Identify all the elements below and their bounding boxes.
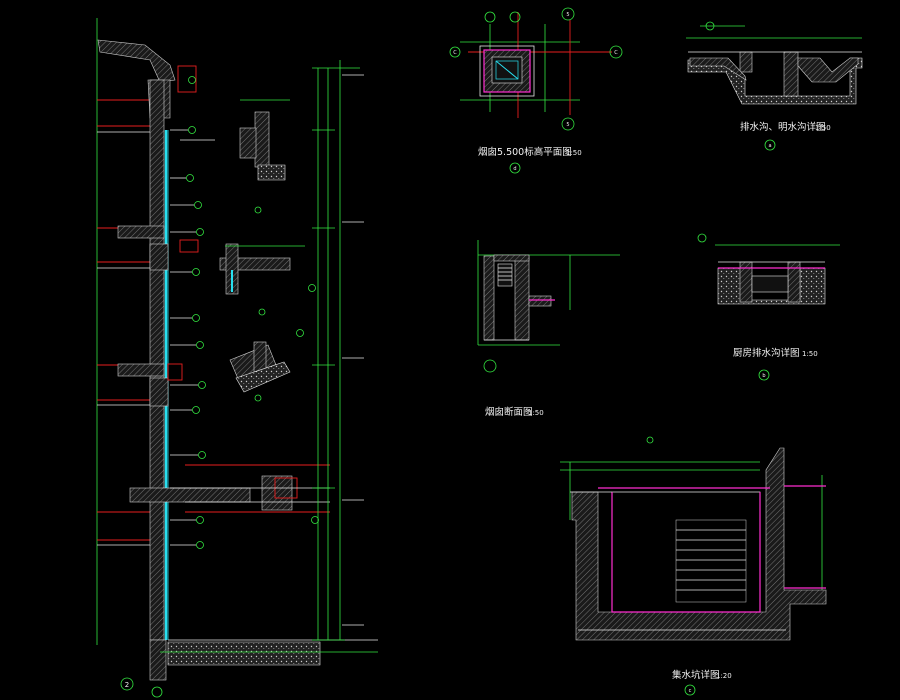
wall-detail-1 (239, 99, 290, 214)
wall-detail-3 (229, 341, 291, 402)
wall-detail-2 (219, 243, 305, 316)
wall-section-detail: 2 (96, 18, 378, 698)
chimney-plan-title: 烟囱5.500标高平面图 (478, 146, 572, 158)
chimney-section-scale: 1:50 (528, 409, 544, 417)
axis-label-5-bottom: 5 (566, 122, 569, 128)
axis-label-c-left: C (453, 50, 457, 56)
chimney-plan-label: d (513, 166, 516, 172)
kitchen-drain-detail: 厨房排水沟详图 1:50 b (697, 233, 840, 381)
drain-ditch-label: a (768, 143, 771, 149)
sump-pit-detail: 集水坑详图 1:20 c (560, 436, 827, 696)
drain-ditch-scale: 1:50 (815, 124, 831, 132)
sump-pit-title: 集水坑详图 (672, 669, 720, 681)
chimney-plan-detail: 5 5 C C 烟囱5.500标高平面图 1:50 d (449, 7, 623, 174)
kitchen-drain-scale: 1:50 (802, 350, 818, 358)
axis-label-5-top: 5 (566, 12, 569, 18)
chimney-section-title: 烟囱断面图 (485, 406, 533, 418)
wall-section-label: 2 (125, 681, 129, 689)
chimney-plan-scale: 1:50 (566, 149, 582, 157)
drain-ditch-title: 排水沟、明水沟详图 (740, 121, 826, 133)
axis-label-c-right: C (614, 50, 618, 56)
kitchen-drain-title: 厨房排水沟详图 (733, 347, 800, 359)
kitchen-drain-label: b (762, 373, 765, 379)
chimney-section-detail: 烟囱断面图 1:50 (477, 240, 620, 418)
drain-ditch-detail: 排水沟、明水沟详图 1:50 a (686, 21, 863, 151)
sump-pit-label: c (689, 688, 692, 694)
sump-pit-scale: 1:20 (716, 672, 732, 680)
